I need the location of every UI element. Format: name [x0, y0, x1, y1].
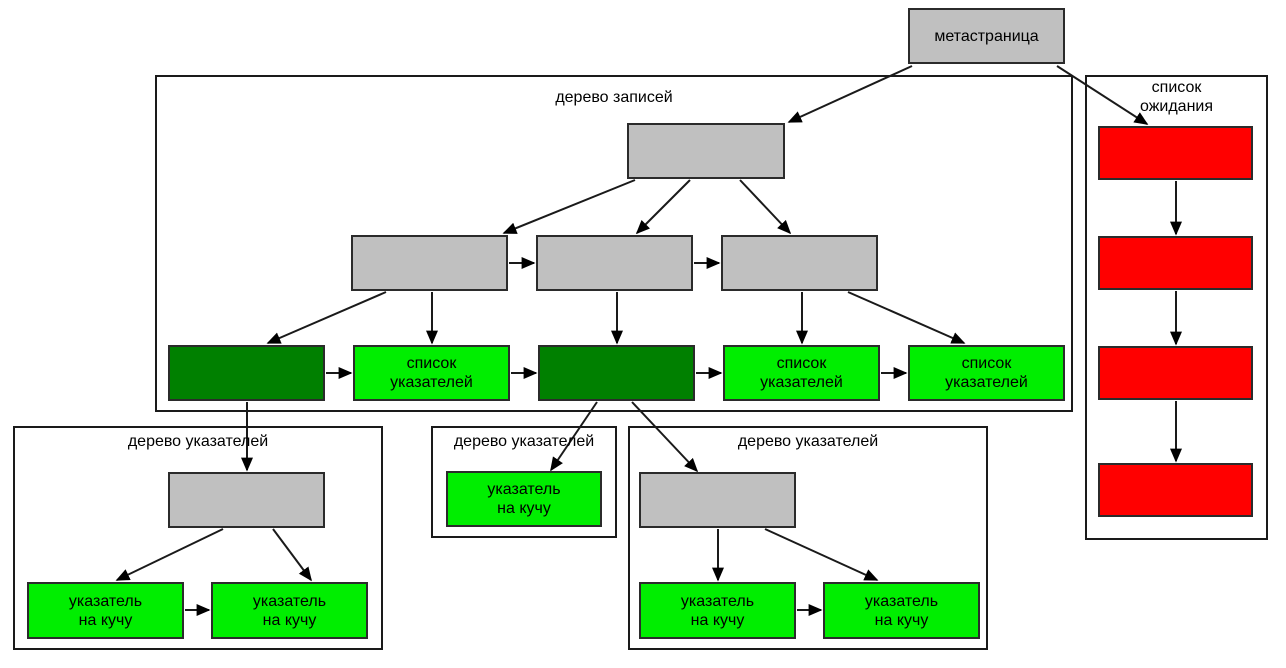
node-leaf-4[interactable]: список указателей	[723, 345, 880, 401]
panel-pointer-tree-left	[13, 426, 383, 650]
panel-wait-list	[1085, 75, 1268, 540]
node-wait-4[interactable]	[1098, 463, 1253, 517]
node-ptr-leaf-1[interactable]: указатель на кучу	[639, 582, 796, 639]
node-ptl-leaf-2[interactable]: указатель на кучу	[211, 582, 368, 639]
panel-record-tree	[155, 75, 1073, 412]
node-metapage[interactable]: метастраница	[908, 8, 1065, 64]
node-leaf-5[interactable]: список указателей	[908, 345, 1065, 401]
node-rec-mid-2[interactable]	[536, 235, 693, 291]
panel-pointer-tree-mid	[431, 426, 617, 538]
node-ptm-leaf-1[interactable]: указатель на кучу	[446, 471, 602, 527]
node-ptl-leaf-1[interactable]: указатель на кучу	[27, 582, 184, 639]
panel-title-pointer-tree-mid: дерево указателей	[453, 433, 595, 450]
node-ptr-root[interactable]	[639, 472, 796, 528]
panel-pointer-tree-right	[628, 426, 988, 650]
panel-title-pointer-tree-right: дерево указателей	[737, 433, 879, 450]
node-wait-1[interactable]	[1098, 126, 1253, 180]
node-wait-2[interactable]	[1098, 236, 1253, 290]
panel-title-wait-list: список ожидания	[1139, 79, 1214, 115]
node-wait-3[interactable]	[1098, 346, 1253, 400]
panel-title-pointer-tree-left: дерево указателей	[127, 433, 269, 450]
node-ptr-leaf-2[interactable]: указатель на кучу	[823, 582, 980, 639]
node-rec-root[interactable]	[627, 123, 785, 179]
node-leaf-1[interactable]	[168, 345, 325, 401]
panel-title-record-tree: дерево записей	[555, 89, 673, 106]
node-leaf-3[interactable]	[538, 345, 695, 401]
node-rec-mid-1[interactable]	[351, 235, 508, 291]
node-leaf-2[interactable]: список указателей	[353, 345, 510, 401]
node-ptl-root[interactable]	[168, 472, 325, 528]
node-rec-mid-3[interactable]	[721, 235, 878, 291]
